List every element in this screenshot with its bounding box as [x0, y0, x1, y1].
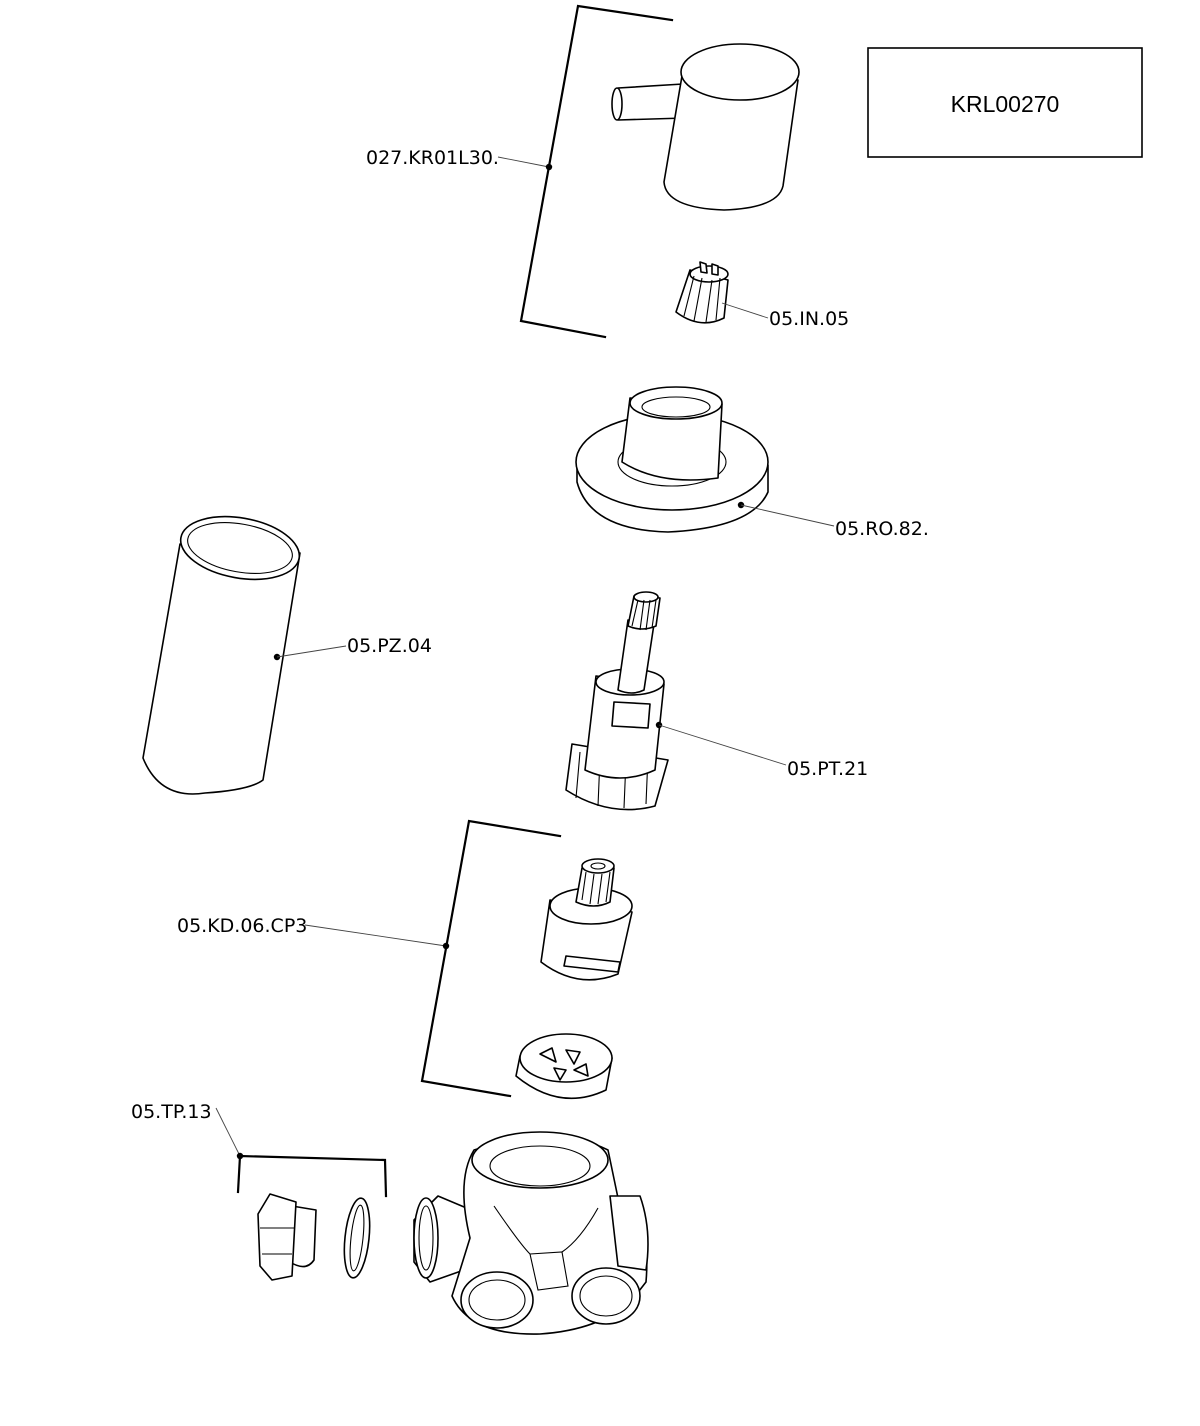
label-rosette: 05.RO.82. [835, 518, 929, 540]
cartridge-part [540, 858, 633, 981]
plug-set: 05.TP.13 [131, 1101, 388, 1281]
label-insert: 05.IN.05 [769, 308, 849, 330]
ceramic-disc [515, 1033, 613, 1100]
label-plug-set: 05.TP.13 [131, 1101, 212, 1123]
rosette-part [575, 386, 769, 533]
handle-set: 027.KR01L30. [366, 4, 800, 339]
drawing-code: KRL00270 [951, 91, 1060, 117]
label-handle-set: 027.KR01L30. [366, 147, 499, 169]
sleeve-tube [142, 515, 301, 795]
label-sleeve: 05.PZ.04 [347, 635, 432, 657]
valve-body [413, 1131, 649, 1335]
insert-part [675, 261, 729, 324]
stop-valve-part [565, 591, 669, 811]
plug-part [257, 1193, 317, 1281]
title-block: KRL00270 [867, 47, 1143, 158]
cartridge-set: 05.KD.06.CP3 [177, 819, 633, 1100]
label-stop-valve: 05.PT.21 [787, 758, 868, 780]
washer-part [343, 1197, 371, 1279]
lever-handle [611, 43, 800, 211]
label-cartridge-set: 05.KD.06.CP3 [177, 915, 307, 937]
